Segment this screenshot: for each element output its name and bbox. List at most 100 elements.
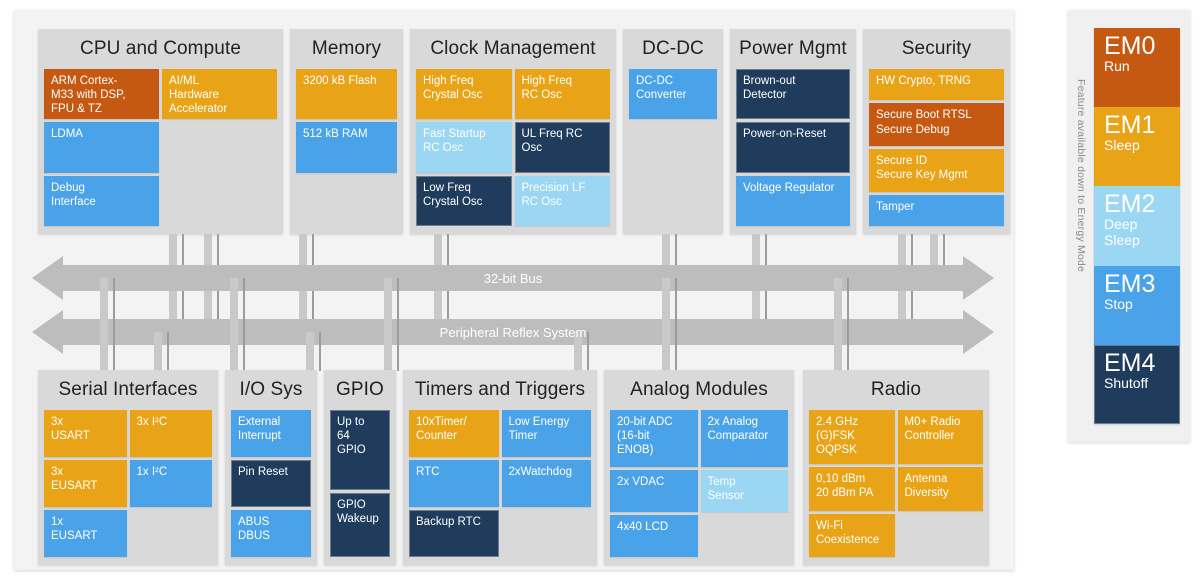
block-ldma[interactable]: LDMA (44, 122, 159, 173)
legend-em-code: EM0 (1104, 32, 1156, 60)
group-io-sys[interactable]: I/O Sys External Interrupt Pin Reset ABU… (225, 370, 317, 565)
group-cells: 3200 kB Flash 512 kB RAM (296, 69, 397, 226)
connector (847, 278, 849, 371)
block-hf-crystal-osc[interactable]: High Freq Crystal Osc (416, 69, 512, 120)
group-title: CPU and Compute (80, 38, 241, 59)
group-cells: High Freq Crystal Osc High Freq RC Osc F… (416, 69, 610, 226)
block-3x-i2c[interactable]: 3x I²C (129, 410, 212, 457)
block-output-power-pa[interactable]: 0,10 dBm 20 dBm PA (809, 467, 895, 511)
group-cells: 10xTimer/ Counter Low Energy Timer RTC 2… (409, 410, 591, 557)
block-antenna-diversity[interactable]: Antenna Diversity (897, 467, 983, 511)
arrow-right-icon (963, 256, 994, 300)
group-serial-interfaces[interactable]: Serial Interfaces 3x USART 3x I²C 3x EUS… (38, 370, 218, 565)
block-aiml-accelerator[interactable]: AI/ML Hardware Accelerator (162, 69, 277, 120)
legend-item-em2[interactable]: EM2 Deep Sleep (1094, 186, 1180, 266)
block-tamper[interactable]: Tamper (869, 194, 1004, 226)
group-title: Radio (870, 379, 922, 400)
group-cells: 2.4 GHz (G)FSK OQPSK M0+ Radio Controlle… (809, 410, 983, 557)
block-spacer (898, 514, 984, 557)
block-external-interrupt[interactable]: External Interrupt (231, 410, 311, 457)
block-power-on-reset[interactable]: Power-on-Reset (736, 122, 850, 173)
legend-em-sub: Run (1104, 58, 1130, 74)
legend-item-em1[interactable]: EM1 Sleep (1094, 107, 1180, 187)
soc-block-diagram: CPU and Compute ARM Cortex- M33 with DSP… (14, 10, 1014, 570)
connector (930, 234, 938, 279)
block-2-4ghz-gfsk-oqpsk[interactable]: 2.4 GHz (G)FSK OQPSK (809, 410, 895, 465)
block-4x40-lcd[interactable]: 4x40 LCD (610, 514, 698, 557)
legend-em-code: EM1 (1104, 111, 1156, 140)
arrow-right-icon (963, 310, 994, 354)
block-precision-lf-rc-osc[interactable]: Precision LF RC Osc (514, 175, 610, 226)
group-timers-and-triggers[interactable]: Timers and Triggers 10xTimer/ Counter Lo… (403, 370, 597, 565)
block-lf-crystal-osc[interactable]: Low Freq Crystal Osc (416, 175, 512, 226)
block-10x-timer-counter[interactable]: 10xTimer/ Counter (409, 410, 499, 457)
block-hf-rc-osc[interactable]: High Freq RC Osc (514, 69, 610, 120)
block-1x-eusart[interactable]: 1x EUSART (44, 510, 127, 557)
connector (230, 278, 238, 371)
block-2x-watchdog[interactable]: 2xWatchdog (501, 460, 591, 507)
block-secure-boot-rtsl[interactable]: Secure Boot RTSL Secure Debug (869, 103, 1004, 146)
block-abus-dbus[interactable]: ABUS DBUS (231, 510, 311, 557)
block-flash[interactable]: 3200 kB Flash (296, 69, 397, 120)
legend-em-code: EM2 (1104, 190, 1156, 219)
energy-mode-legend: Feature available down to Energy Mode EM… (1068, 10, 1190, 442)
block-3x-usart[interactable]: 3x USART (44, 410, 127, 457)
arrow-left-icon (32, 310, 63, 354)
block-2x-vdac[interactable]: 2x VDAC (610, 469, 698, 512)
block-spacer (296, 176, 397, 226)
block-rtc[interactable]: RTC (409, 460, 499, 507)
bus-label: Peripheral Reflex System (439, 324, 587, 340)
legend-em-sub: Sleep (1104, 137, 1140, 154)
block-arm-cortex-m33[interactable]: ARM Cortex- M33 with DSP, FPU & TZ (44, 69, 159, 120)
bus-label: 32-bit Bus (483, 270, 543, 286)
block-hw-crypto-trng[interactable]: HW Crypto, TRNG (869, 69, 1004, 101)
block-brown-out-detector[interactable]: Brown-out Detector (736, 69, 850, 120)
legend-item-em0[interactable]: EM0 Run (1094, 28, 1180, 108)
block-1x-i2c[interactable]: 1x I²C (129, 460, 212, 507)
group-clock-management[interactable]: Clock Management High Freq Crystal Osc H… (410, 29, 616, 234)
block-wifi-coexistence[interactable]: Wi-Fi Coexistence (809, 513, 895, 557)
block-dc-dc-converter[interactable]: DC-DC Converter (629, 69, 717, 120)
legend-em-sub: Stop (1104, 295, 1133, 312)
group-title: Security (901, 38, 972, 59)
group-cpu-and-compute[interactable]: CPU and Compute ARM Cortex- M33 with DSP… (38, 29, 283, 234)
connector (319, 332, 321, 371)
group-cells: 3x USART 3x I²C 3x EUSART 1x I²C 1x EUSA… (44, 410, 212, 557)
legend-axis-label-text: Feature available down to Energy Mode (1075, 79, 1087, 273)
block-backup-rtc[interactable]: Backup RTC (409, 510, 499, 557)
legend-item-em4[interactable]: EM4 Shutoff (1094, 344, 1180, 425)
group-power-mgmt[interactable]: Power Mgmt Brown-out Detector Power-on-R… (730, 29, 856, 234)
connector (675, 278, 677, 371)
group-title: Power Mgmt (739, 38, 847, 59)
group-cells: Brown-out Detector Power-on-Reset Voltag… (736, 69, 850, 226)
connector (662, 234, 670, 279)
block-ul-freq-rc-osc[interactable]: UL Freq RC Osc (514, 122, 610, 173)
block-m0-radio-controller[interactable]: M0+ Radio Controller (897, 410, 983, 465)
block-debug-interface[interactable]: Debug Interface (44, 175, 159, 226)
group-gpio[interactable]: GPIO Up to 64 GPIO GPIO Wakeup (324, 370, 396, 565)
group-title: Clock Management (430, 38, 596, 59)
bus-bar (62, 265, 964, 291)
block-20-bit-adc[interactable]: 20-bit ADC (16-bit ENOB) (610, 410, 698, 467)
group-analog-modules[interactable]: Analog Modules 20-bit ADC (16-bit ENOB) … (604, 370, 794, 565)
block-temp-sensor[interactable]: Temp Sensor (700, 469, 788, 512)
block-secure-id-key-mgmt[interactable]: Secure ID Secure Key Mgmt (869, 149, 1004, 192)
block-voltage-regulator[interactable]: Voltage Regulator (736, 175, 850, 226)
legend-axis-label: Feature available down to Energy Mode (1070, 26, 1092, 326)
group-cells: ARM Cortex- M33 with DSP, FPU & TZ AI/ML… (44, 69, 277, 226)
block-ram[interactable]: 512 kB RAM (296, 122, 397, 173)
block-pin-reset[interactable]: Pin Reset (231, 460, 311, 507)
block-3x-eusart[interactable]: 3x EUSART (44, 460, 127, 507)
block-fast-startup-rc-osc[interactable]: Fast Startup RC Osc (416, 122, 512, 173)
group-radio[interactable]: Radio 2.4 GHz (G)FSK OQPSK M0+ Radio Con… (803, 370, 989, 565)
block-2x-analog-comparator[interactable]: 2x Analog Comparator (700, 410, 788, 467)
legend-item-em3[interactable]: EM3 Stop (1094, 265, 1180, 345)
block-up-to-64-gpio[interactable]: Up to 64 GPIO (330, 410, 390, 490)
group-security[interactable]: Security HW Crypto, TRNG Secure Boot RTS… (863, 29, 1010, 234)
group-dc-dc[interactable]: DC-DC DC-DC Converter (623, 29, 723, 234)
group-memory[interactable]: Memory 3200 kB Flash 512 kB RAM (290, 29, 403, 234)
block-low-energy-timer[interactable]: Low Energy Timer (501, 410, 591, 457)
group-cells: 20-bit ADC (16-bit ENOB) 2x Analog Compa… (610, 410, 788, 557)
connector (675, 234, 677, 279)
block-gpio-wakeup[interactable]: GPIO Wakeup (330, 493, 390, 557)
